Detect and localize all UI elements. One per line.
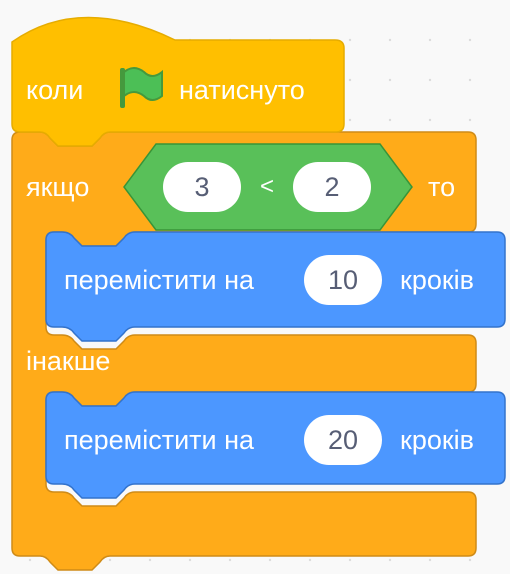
operand-left-value[interactable]: 3 [194, 172, 210, 202]
move-label-else: перемістити на [64, 425, 255, 455]
grid-dot [468, 78, 472, 82]
grid-dot [428, 118, 432, 122]
if-label: якщо [26, 172, 90, 202]
operand-right-value[interactable]: 2 [324, 172, 340, 202]
grid-dot [428, 38, 432, 42]
operand-right-slot[interactable] [293, 162, 371, 212]
move-block-then[interactable] [45, 231, 506, 342]
steps-unit-then: кроків [400, 265, 474, 295]
else-label: інакше [26, 346, 111, 376]
green-flag-icon [120, 67, 163, 108]
grid-dot [388, 78, 392, 82]
grid-dot [428, 558, 432, 562]
steps-value-then[interactable]: 10 [327, 265, 359, 295]
grid-dot [388, 558, 392, 562]
steps-input-then[interactable] [304, 255, 382, 305]
steps-value-else[interactable]: 20 [327, 425, 359, 455]
grid-dot [228, 558, 232, 562]
steps-input-else[interactable] [304, 415, 382, 465]
operator-symbol: < [259, 173, 274, 200]
grid-dot [268, 558, 272, 562]
grid-dot [388, 38, 392, 42]
grid-dot [468, 118, 472, 122]
grid-dot [188, 558, 192, 562]
grid-dot [428, 78, 432, 82]
grid-dot [108, 558, 112, 562]
grid-dot [348, 558, 352, 562]
event-hat-block[interactable] [11, 16, 345, 147]
grid-dot [308, 558, 312, 562]
then-label: то [428, 172, 456, 202]
operand-left-slot[interactable] [163, 162, 241, 212]
grid-dot [28, 558, 32, 562]
grid-dot [468, 38, 472, 42]
hat-label-when: коли [26, 75, 84, 105]
hat-label-clicked: натиснуто [179, 75, 305, 105]
grid-dot [148, 558, 152, 562]
move-label-then: перемістити на [64, 265, 255, 295]
grid-dot [388, 118, 392, 122]
grid-dot [348, 118, 352, 122]
grid-dot [348, 78, 352, 82]
steps-unit-else: кроків [400, 425, 474, 455]
move-block-else[interactable] [45, 391, 506, 499]
grid-dot [468, 558, 472, 562]
grid-dot [348, 38, 352, 42]
